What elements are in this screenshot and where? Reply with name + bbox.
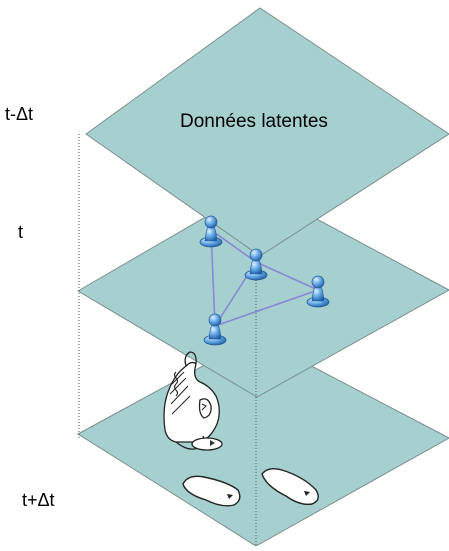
- shoe-icon: [163, 351, 223, 451]
- time-label-previous: t-Δt: [5, 104, 34, 124]
- plane-top: [85, 7, 449, 257]
- plane-middle: [77, 186, 449, 398]
- footprint-icon: [182, 475, 241, 507]
- latent-data-label: Données latentes: [180, 111, 328, 132]
- time-label-current: t: [18, 222, 24, 242]
- time-label-next: t+Δt: [22, 490, 55, 510]
- footprint-icon: [261, 467, 319, 506]
